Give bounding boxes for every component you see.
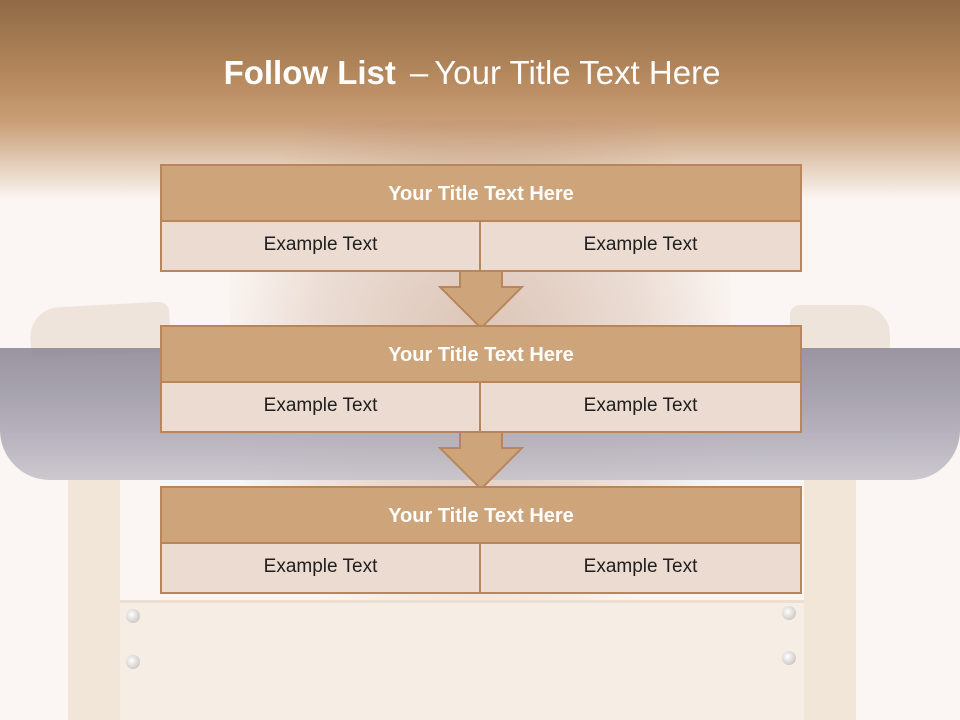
block-row: Example Text Example Text: [160, 383, 802, 433]
list-block-1: Your Title Text Here Example Text Exampl…: [160, 164, 802, 272]
bolt-icon: [782, 651, 796, 665]
list-block-2: Your Title Text Here Example Text Exampl…: [160, 325, 802, 433]
bench-frame: [120, 600, 804, 720]
block-cell-right: Example Text: [481, 222, 802, 272]
bench-leg-left: [68, 480, 120, 720]
block-cell-right: Example Text: [481, 383, 802, 433]
cloth-right: [790, 305, 890, 351]
bolt-icon: [126, 609, 140, 623]
block-cell-left: Example Text: [160, 383, 481, 433]
block-title: Your Title Text Here: [160, 486, 802, 544]
slide-title-sub: Your Title Text Here: [434, 54, 721, 91]
block-title: Your Title Text Here: [160, 164, 802, 222]
down-arrow-icon: [438, 270, 524, 330]
bolt-icon: [782, 606, 796, 620]
list-block-3: Your Title Text Here Example Text Exampl…: [160, 486, 802, 594]
block-row: Example Text Example Text: [160, 544, 802, 594]
block-cell-left: Example Text: [160, 222, 481, 272]
block-cell-left: Example Text: [160, 544, 481, 594]
block-title: Your Title Text Here: [160, 325, 802, 383]
bolt-icon: [126, 655, 140, 669]
down-arrow-icon: [438, 431, 524, 491]
slide-title: Follow List–Your Title Text Here: [0, 54, 944, 92]
block-row: Example Text Example Text: [160, 222, 802, 272]
bench-leg-right: [804, 480, 856, 720]
slide-title-main: Follow List: [223, 54, 396, 91]
block-cell-right: Example Text: [481, 544, 802, 594]
slide-title-separator: –: [409, 54, 429, 91]
